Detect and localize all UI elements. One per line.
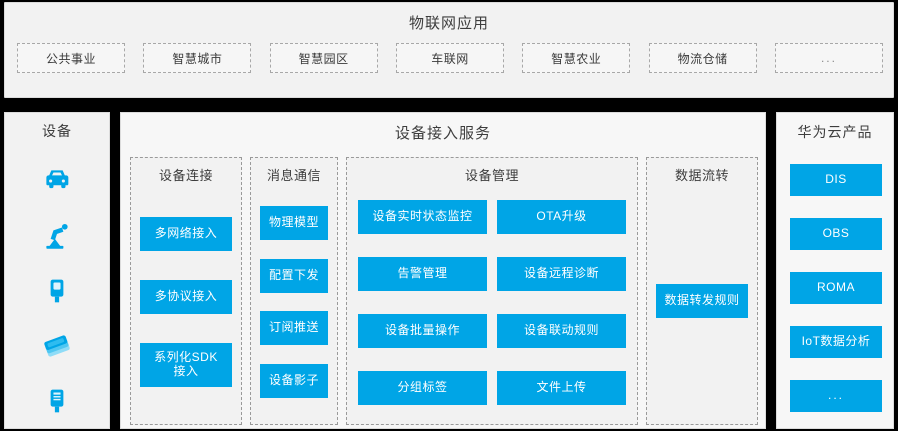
- btn-batch-operation[interactable]: 设备批量操作: [358, 313, 487, 348]
- iot-applications-panel: 物联网应用 公共事业 智慧城市 智慧园区 车联网 智慧农业 物流仓储 ...: [4, 2, 894, 98]
- service-columns: 设备连接 多网络接入 多协议接入 系列化SDK 接入 消息通信 物理模型 配置下…: [130, 157, 758, 425]
- cloud-product-iot-data-analytics[interactable]: IoT数据分析: [790, 326, 882, 358]
- subpanel-data-flow: 数据流转 数据转发规则: [646, 157, 758, 425]
- message-communication-button-stack: 物理模型 配置下发 订阅推送 设备影子: [260, 184, 328, 424]
- btn-file-upload[interactable]: 文件上传: [497, 370, 626, 405]
- app-tag-smart-park[interactable]: 智慧园区: [269, 43, 378, 73]
- btn-serialized-sdk-access[interactable]: 系列化SDK 接入: [140, 343, 232, 387]
- app-tag-smart-agriculture[interactable]: 智慧农业: [522, 43, 631, 73]
- sensor-device-icon: [50, 279, 64, 303]
- meter-device-icon: [50, 390, 64, 413]
- subpanel-device-connection: 设备连接 多网络接入 多协议接入 系列化SDK 接入: [130, 157, 242, 425]
- subpanel-device-connection-title: 设备连接: [158, 168, 213, 183]
- devices-panel: 设备: [4, 112, 110, 429]
- btn-realtime-status-monitoring[interactable]: 设备实时状态监控: [358, 199, 487, 234]
- car-icon: [46, 169, 69, 188]
- huawei-cloud-products-panel: 华为云产品 DIS OBS ROMA IoT数据分析 ...: [776, 112, 894, 429]
- btn-subscription-push[interactable]: 订阅推送: [260, 311, 328, 346]
- devices-title: 设备: [42, 123, 72, 139]
- btn-data-forwarding-rules[interactable]: 数据转发规则: [656, 284, 748, 318]
- device-icon-list: [5, 153, 109, 429]
- cloud-product-roma[interactable]: ROMA: [790, 272, 882, 304]
- subpanel-message-communication: 消息通信 物理模型 配置下发 订阅推送 设备影子: [250, 157, 338, 425]
- subpanel-device-management: 设备管理 设备实时状态监控 OTA升级 告警管理 设备远程诊断 设备批量操作 设…: [346, 157, 638, 425]
- btn-device-linkage-rules[interactable]: 设备联动规则: [497, 313, 626, 348]
- iot-applications-tag-row: 公共事业 智慧城市 智慧园区 车联网 智慧农业 物流仓储 ...: [17, 43, 883, 73]
- cloud-product-more[interactable]: ...: [790, 380, 882, 412]
- btn-multi-protocol-access[interactable]: 多协议接入: [140, 280, 232, 314]
- iot-applications-title: 物联网应用: [408, 15, 489, 32]
- cloud-product-dis[interactable]: DIS: [790, 164, 882, 196]
- device-management-grid: 设备实时状态监控 OTA升级 告警管理 设备远程诊断 设备批量操作 设备联动规则…: [356, 184, 628, 424]
- btn-remote-diagnosis[interactable]: 设备远程诊断: [497, 256, 626, 291]
- btn-device-shadow[interactable]: 设备影子: [260, 363, 328, 398]
- btn-config-delivery[interactable]: 配置下发: [260, 258, 328, 293]
- subpanel-data-flow-title: 数据流转: [674, 168, 729, 183]
- btn-multi-network-access[interactable]: 多网络接入: [140, 217, 232, 251]
- device-access-service-title: 设备接入服务: [394, 125, 491, 142]
- btn-alarm-management[interactable]: 告警管理: [358, 256, 487, 291]
- device-access-service-panel: 设备接入服务 设备连接 多网络接入 多协议接入 系列化SDK 接入 消息通信 物…: [120, 112, 766, 429]
- cloud-product-list: DIS OBS ROMA IoT数据分析 ...: [790, 153, 882, 423]
- stacked-panels-icon: [44, 335, 70, 357]
- data-flow-button-stack: 数据转发规则: [656, 184, 748, 424]
- app-tag-more[interactable]: ...: [774, 43, 883, 73]
- cloud-product-obs[interactable]: OBS: [790, 218, 882, 250]
- robot-arm-icon: [46, 223, 68, 249]
- subpanel-device-management-title: 设备管理: [464, 168, 519, 183]
- btn-ota-upgrade[interactable]: OTA升级: [497, 199, 626, 234]
- huawei-cloud-products-title: 华为云产品: [797, 124, 873, 140]
- app-tag-connected-vehicles[interactable]: 车联网: [395, 43, 504, 73]
- app-tag-smart-city[interactable]: 智慧城市: [143, 43, 252, 73]
- subpanel-message-communication-title: 消息通信: [266, 168, 321, 183]
- app-tag-public-utilities[interactable]: 公共事业: [17, 43, 125, 73]
- device-connection-button-stack: 多网络接入 多协议接入 系列化SDK 接入: [140, 184, 232, 424]
- btn-group-tags[interactable]: 分组标签: [358, 370, 487, 405]
- app-tag-logistics-warehousing[interactable]: 物流仓储: [648, 43, 757, 73]
- btn-physical-model[interactable]: 物理模型: [260, 206, 328, 241]
